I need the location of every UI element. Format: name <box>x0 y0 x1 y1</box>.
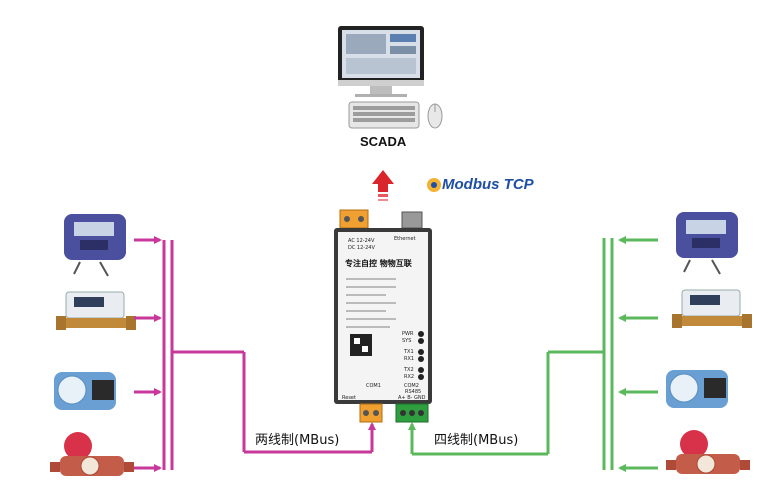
right-bus-wiring <box>408 236 658 472</box>
computer-icon <box>338 26 443 129</box>
water-meter-icon <box>64 214 126 277</box>
modbus-logo-icon <box>427 178 441 192</box>
left-bus-label: 两线制(MBus) <box>255 433 340 448</box>
water-meter-icon <box>54 372 116 410</box>
reset-label: Reset <box>342 395 356 401</box>
water-meter-icon <box>50 432 134 476</box>
water-meter-icon <box>666 370 728 408</box>
led-tx2-label: TX2 <box>404 367 414 373</box>
water-meter-icon <box>676 212 738 275</box>
up-arrow-icon <box>372 170 394 201</box>
protocol-label: Modbus TCP <box>442 176 534 193</box>
led-sys-label: SYS <box>402 338 412 344</box>
com2-terminals-label: A+ B- GND <box>398 395 426 401</box>
com2-label: COM2 <box>404 383 419 389</box>
rs485-label: RS485 <box>405 389 422 395</box>
water-meter-icon <box>56 291 136 330</box>
com1-label: COM1 <box>366 383 381 389</box>
led-rx1-label: RX1 <box>404 356 415 362</box>
device-slogan: 专注自控 物物互联 <box>345 259 412 268</box>
ethernet-label: Ethernet <box>394 236 416 242</box>
scada-label: SCADA <box>360 134 407 149</box>
gateway-device <box>334 209 432 423</box>
led-rx2-label: RX2 <box>404 374 415 380</box>
power-label-dc: DC 12-24V <box>348 245 375 251</box>
water-meter-icon <box>666 430 750 474</box>
led-pwr-label: PWR <box>402 331 414 337</box>
right-bus-label: 四线制(MBus) <box>434 433 519 448</box>
power-label-ac: AC 12-24V <box>348 238 375 244</box>
led-tx1-label: TX1 <box>404 349 414 355</box>
left-bus-wiring <box>134 236 376 472</box>
water-meter-icon <box>672 289 752 328</box>
